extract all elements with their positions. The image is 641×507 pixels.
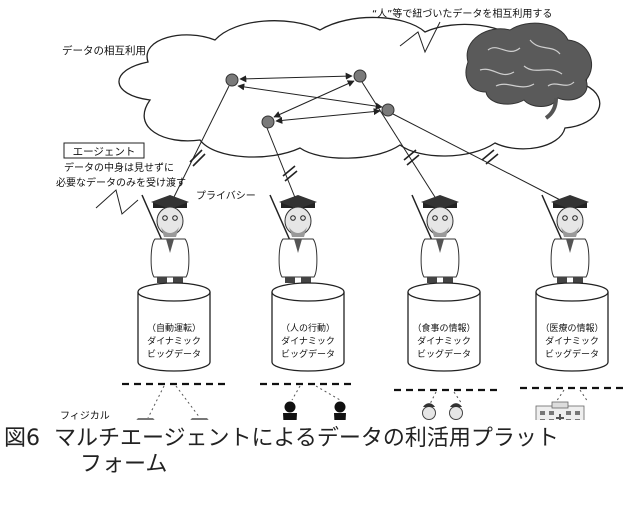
database-line3: ビッグデータ (545, 348, 599, 360)
physical-connectors (147, 385, 589, 419)
platform-diagram: データの相互利用 “人”等で紐づいたデータを相互利用する エージェント データの… (56, 7, 626, 420)
database-line2: ダイナミック (281, 335, 335, 347)
agent-pointer-line (95, 189, 139, 215)
figure-caption-line1: マルチエージェントによるデータの利活用プラット (54, 426, 559, 451)
agent-desc-line1: データの中身は見せずに (64, 161, 174, 174)
physical-separator (122, 382, 626, 392)
car-icon (136, 418, 155, 420)
figure-caption-line2: フォーム (80, 452, 168, 477)
food-table-icon (422, 403, 463, 420)
cloud-node (381, 103, 395, 117)
privacy-label: プライバシー (196, 190, 256, 202)
car-icon (190, 418, 209, 420)
agent-title-box (63, 142, 145, 159)
person-silhouette-icon (334, 401, 346, 420)
break-marks (189, 149, 499, 182)
cloud-label: データの相互利用 (62, 44, 146, 57)
agent-desc-line2: 必要なデータのみを受け渡す (56, 176, 186, 189)
hospital-building-icon (535, 401, 585, 420)
database-line2: ダイナミック (147, 335, 201, 347)
database-category: （医療の情報） (540, 322, 603, 334)
professor-agent-icon (411, 194, 460, 284)
database-cylinder: （人の行動） ダイナミック ビッグデータ (271, 282, 345, 372)
agent-title: エージェント (73, 146, 136, 158)
figure-caption: 図6 マルチエージェントによるデータの利活用プラット フォーム (4, 426, 640, 478)
professor-agent-icon (541, 194, 590, 284)
database-line3: ビッグデータ (417, 348, 471, 360)
cloud-node (353, 69, 367, 83)
brain-pointer-line (399, 21, 441, 54)
brain-label: “人”等で紐づいたデータを相互利用する (372, 7, 552, 20)
database-category: （人の行動） (281, 322, 335, 334)
cloud-node (261, 115, 275, 129)
database-line2: ダイナミック (545, 335, 599, 347)
professor-agent-icon (141, 194, 190, 283)
cloud-node (225, 73, 239, 87)
node-links (237, 72, 383, 124)
database-cylinder: （食事の情報） ダイナミック ビッグデータ (407, 282, 481, 372)
database-line2: ダイナミック (417, 335, 471, 347)
person-silhouette-icon (283, 401, 297, 420)
professor-agent-icon (269, 194, 318, 284)
database-line3: ビッグデータ (147, 348, 201, 360)
figure-number: 図6 (4, 426, 40, 451)
physical-label: フィジカル (60, 410, 110, 420)
database-category: （食事の情報） (412, 322, 475, 334)
database-cylinder: （医療の情報） ダイナミック ビッグデータ (535, 282, 609, 372)
database-category: （自動運転） (147, 322, 201, 334)
brain-icon (465, 22, 593, 120)
database-cylinder: （自動運転） ダイナミック ビッグデータ (137, 282, 211, 372)
agent-links (169, 81, 571, 206)
database-line3: ビッグデータ (281, 348, 335, 360)
